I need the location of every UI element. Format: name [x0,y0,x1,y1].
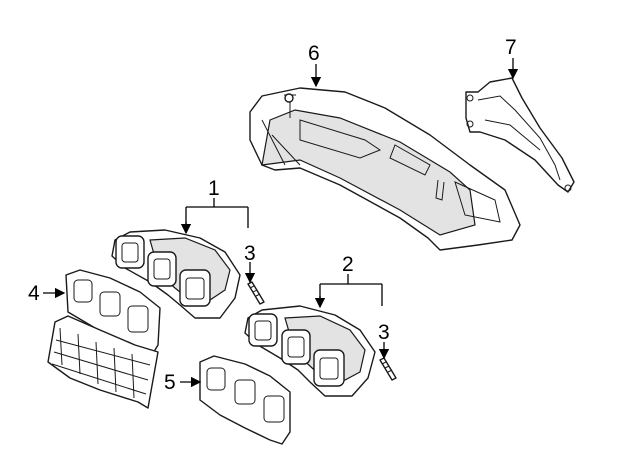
callout-7: 7 [505,36,517,59]
callout-3-left: 3 [244,242,256,265]
callout-2: 2 [342,253,354,276]
stud-part-3-right [379,357,397,381]
exhaust-manifold-part-2 [244,305,376,397]
leader-lines [43,58,519,388]
callout-6: 6 [308,42,320,65]
callout-1: 1 [208,177,220,200]
callout-5: 5 [164,371,176,394]
stud-part-3-left [247,281,265,305]
gasket-part-5 [199,355,291,445]
gasket-shield-part-4 [47,269,161,409]
callout-4: 4 [28,282,40,305]
exhaust-manifold-part-1 [111,229,241,319]
bracket-part-7 [465,77,575,193]
heat-shield-part-6 [249,87,521,251]
callout-3-right: 3 [378,321,390,344]
